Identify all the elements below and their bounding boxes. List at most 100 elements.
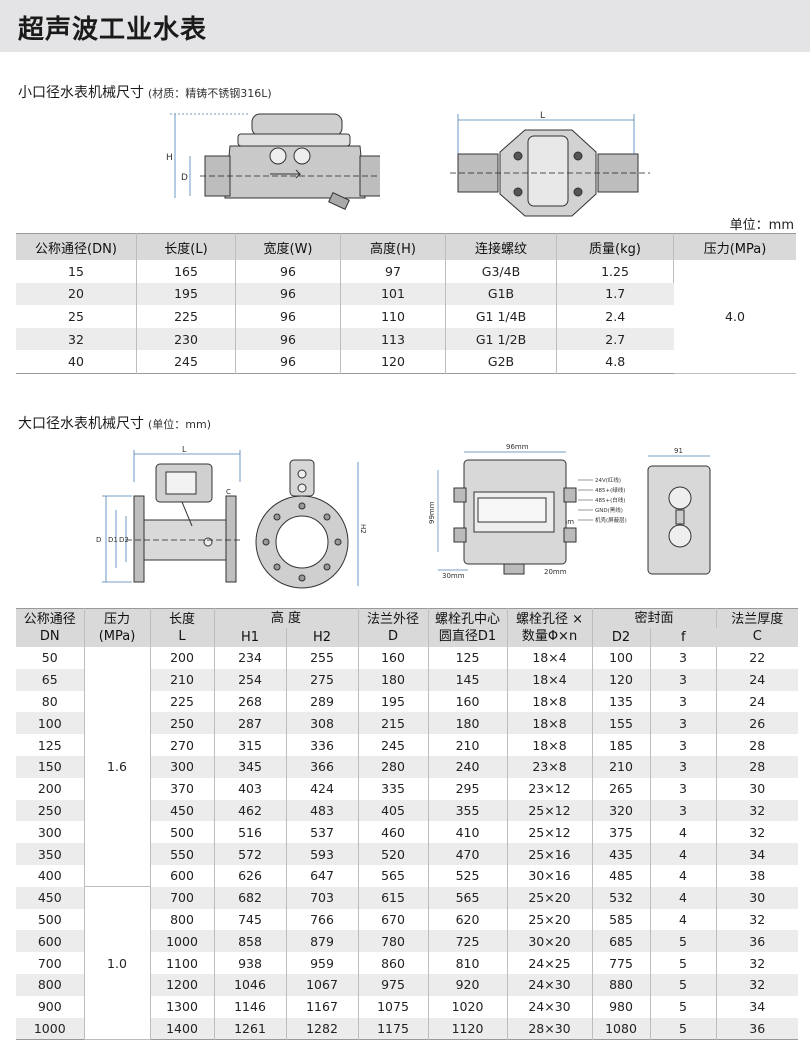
- large-col-length-line2: L: [178, 629, 186, 644]
- cell-d2: 435: [592, 843, 651, 865]
- cell-bolt-hole: 18×8: [507, 712, 593, 735]
- cell-bolt-hole: 24×30: [507, 995, 593, 1018]
- cell-f: 3: [650, 668, 717, 691]
- cell-f: 4: [650, 908, 717, 931]
- cell-thickness: 32: [716, 973, 798, 996]
- cell-d2: 100: [592, 647, 651, 669]
- cell-thickness: 32: [749, 955, 766, 971]
- cell-length: 230: [136, 327, 236, 351]
- cell-mass: 4.8: [605, 354, 626, 370]
- cell-flange-od: 405: [358, 799, 429, 822]
- cell-bolt-hole: 23×12: [507, 777, 593, 800]
- conv-dim-30: 30mm: [442, 572, 465, 580]
- large-col-flange-od-line2: D: [387, 629, 398, 644]
- large-col-thickness-line2: C: [752, 629, 762, 644]
- cell-dn: 200: [16, 777, 85, 800]
- cell-bolt-circle: 240: [428, 755, 508, 778]
- cell-mass: 2.4: [605, 308, 626, 324]
- cell-thickness: 28: [716, 755, 798, 778]
- large-col-dn-line2: DN: [39, 629, 60, 644]
- cell-bolt-hole: 18×4: [507, 668, 593, 691]
- cell-length: 200: [150, 647, 215, 669]
- cell-bolt-hole: 28×30: [507, 1017, 593, 1040]
- cell-thickness: 26: [716, 712, 798, 735]
- cell-flange-od: 280: [358, 755, 429, 778]
- cell-bolt-hole: 18×8: [507, 690, 593, 713]
- cell-f: 5: [650, 973, 717, 996]
- small-meter-side-view: H D: [166, 113, 380, 210]
- large-meter-side-view: L C D D1 D2: [96, 445, 242, 583]
- cell-h1: 938: [214, 952, 287, 974]
- cell-dn: 150: [16, 755, 85, 778]
- cell-d2: 155: [592, 712, 651, 735]
- cell-length: 370: [150, 777, 215, 800]
- cell-thickness: 36: [716, 1017, 798, 1040]
- cell-d2: 775: [592, 952, 651, 974]
- large-section-note: (单位：mm): [148, 418, 212, 431]
- cell-h1: 1146: [214, 995, 287, 1018]
- cell-flange-od: 615: [358, 886, 429, 909]
- cell-flange-od: 670: [358, 908, 429, 931]
- conv-dim-99: 99mm: [428, 501, 436, 524]
- small-col-height: 高度(H): [340, 233, 446, 260]
- large-dim-d: D: [96, 536, 101, 544]
- cell-flange-od: 160: [358, 647, 429, 669]
- cell-height: 120: [340, 350, 446, 374]
- cell-h2: 537: [286, 821, 359, 844]
- cell-f: 3: [650, 734, 717, 756]
- large-col-h1: H1: [214, 628, 287, 647]
- small-col-width: 宽度(W): [235, 233, 341, 260]
- cell-h2: 308: [286, 712, 359, 735]
- cell-thickness: 22: [749, 650, 766, 666]
- cell-dn: 350: [16, 843, 85, 865]
- cell-width: 96: [235, 305, 341, 328]
- cell-bolt-circle: 145: [428, 668, 508, 691]
- wire-label-5: 机壳(屏蔽层): [595, 516, 627, 524]
- cell-dn: 40: [16, 350, 137, 374]
- cell-length: 600: [150, 864, 215, 887]
- cell-dn: 450: [16, 886, 85, 909]
- small-section-title-text: 小口径水表机械尺寸: [18, 85, 144, 101]
- large-table-header-row-2: H1 H2 D2 f: [16, 628, 798, 647]
- cell-length: 195: [136, 282, 236, 306]
- cell-bolt-circle: 125: [428, 647, 508, 669]
- cell-thickness: 34: [749, 999, 766, 1015]
- conv-dim-91: 91: [674, 447, 683, 455]
- cell-f: 4: [650, 886, 717, 909]
- cell-h1: 858: [214, 930, 287, 953]
- cell-thickness: 32: [749, 911, 766, 927]
- small-col-dn: 公称通径(DN): [16, 233, 137, 260]
- cell-bolt-circle: 1020: [428, 995, 508, 1018]
- small-col-thread: 连接螺纹: [445, 233, 557, 260]
- cell-pressure: 1.0: [84, 886, 151, 1041]
- cell-length: 1000: [150, 930, 215, 953]
- cell-dn: 125: [16, 734, 85, 756]
- large-col-bolt-hole-line2: 数量Φ×n: [521, 629, 578, 644]
- cell-thickness: 28: [749, 737, 766, 753]
- large-col-thickness-line1: 法兰厚度: [731, 612, 784, 627]
- cell-thickness: 30: [716, 886, 798, 909]
- cell-f: 3: [650, 799, 717, 822]
- cell-width: 96: [235, 282, 341, 306]
- cell-dn: 600: [16, 930, 85, 953]
- cell-h1: 1046: [214, 973, 287, 996]
- cell-h1: 516: [214, 821, 287, 844]
- conv-dim-96: 96mm: [506, 443, 529, 451]
- cell-length: 245: [136, 350, 236, 374]
- cell-length: 165: [136, 260, 236, 283]
- small-section-note: (材质：精铸不锈钢316L): [148, 87, 272, 100]
- cell-h1: 462: [214, 799, 287, 822]
- cell-thread: G2B: [445, 350, 557, 374]
- cell-thickness: 32: [716, 799, 798, 822]
- cell-flange-od: 565: [358, 864, 429, 887]
- cell-length: 800: [150, 908, 215, 931]
- cell-length: 225: [136, 305, 236, 328]
